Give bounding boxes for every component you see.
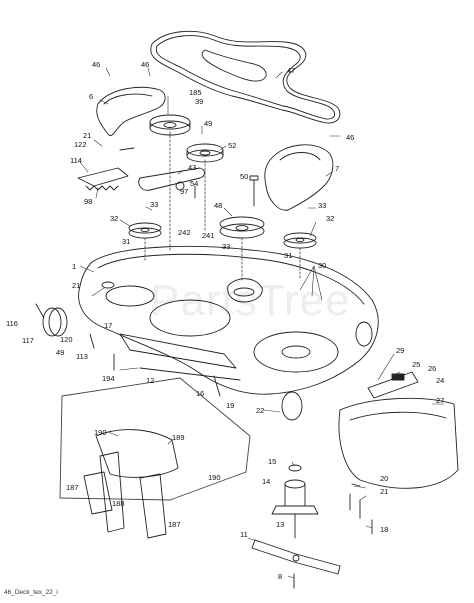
callout-117: 117: [22, 336, 34, 345]
callout-97: 97: [180, 187, 188, 196]
callout-190: 190: [94, 428, 107, 437]
spindle-assembly: [271, 464, 319, 539]
callout-12: 12: [146, 376, 154, 385]
callout-29: 29: [396, 346, 404, 355]
callout-6: 6: [89, 92, 93, 101]
callout-26: 26: [428, 364, 436, 373]
mower-blade: [251, 539, 341, 589]
deck-wheel-right: [355, 321, 373, 347]
pulley-52: [186, 143, 224, 163]
callout-52: 52: [228, 141, 236, 150]
callout-22: 22: [256, 406, 264, 415]
hardware-bolts: [35, 303, 373, 535]
deck-wheel-left: [42, 307, 68, 337]
callout-188: 188: [112, 499, 125, 508]
callout-33: 33: [222, 242, 230, 251]
callout-7: 7: [335, 164, 339, 173]
callout-31: 31: [122, 237, 130, 246]
callout-48: 48: [214, 201, 222, 210]
callout-120: 120: [60, 335, 73, 344]
callout-54: 54: [190, 179, 198, 188]
callout-98: 98: [84, 197, 92, 206]
callout-32: 32: [110, 214, 118, 223]
callout-49: 49: [204, 119, 212, 128]
callout-242: 242: [178, 228, 191, 237]
lift-arms: [59, 377, 251, 539]
callout-30: 30: [318, 261, 326, 270]
callout-241: 241: [202, 231, 215, 240]
pulley-39: [149, 114, 191, 136]
callout-114: 114: [70, 156, 82, 165]
pulley-32-left: [128, 222, 162, 239]
belt-cover: [96, 86, 166, 136]
pulley-48: [219, 216, 265, 239]
callout-187: 187: [66, 483, 79, 492]
callout-33: 33: [150, 200, 158, 209]
callout-49: 49: [56, 348, 64, 357]
callout-33: 33: [318, 201, 326, 210]
leader-lines: [79, 67, 445, 579]
callout-113: 113: [76, 352, 88, 361]
callout-190: 190: [208, 473, 221, 482]
callout-50: 50: [240, 172, 248, 181]
callout-46: 46: [92, 60, 100, 69]
callout-16: 16: [196, 389, 204, 398]
callout-8: 8: [278, 572, 282, 581]
callout-116: 116: [6, 319, 18, 328]
callout-25: 25: [412, 360, 420, 369]
belt-guard: [264, 144, 334, 211]
spring-and-lever: [77, 147, 135, 191]
callout-21: 21: [83, 131, 91, 140]
callout-32: 32: [326, 214, 334, 223]
bolts: [194, 175, 259, 207]
idler-arm: [138, 167, 205, 191]
part-callouts: 46 46 47 6 185 39 46 21 122 49 52 114 43…: [6, 60, 444, 581]
callout-122: 122: [74, 140, 87, 149]
callout-14: 14: [262, 477, 270, 486]
deck-bracket: [119, 333, 241, 381]
callout-20: 20: [380, 474, 388, 483]
callout-185: 185: [189, 88, 202, 97]
callout-39: 39: [195, 97, 203, 106]
callout-15: 15: [268, 457, 276, 466]
callout-194: 194: [102, 374, 115, 383]
callout-19: 19: [226, 401, 234, 410]
callout-43: 43: [188, 163, 196, 172]
callout-11: 11: [240, 530, 248, 539]
callout-18: 18: [380, 525, 388, 534]
deflector-bracket: [367, 371, 419, 399]
mower-deck: [78, 245, 379, 395]
deck-wheel-front: [281, 391, 303, 421]
callout-46: 46: [141, 60, 149, 69]
callout-27: 27: [436, 396, 444, 405]
callout-189: 189: [172, 433, 185, 442]
callout-21: 21: [380, 487, 388, 496]
discharge-chute: [338, 397, 459, 489]
drive-belt: [150, 30, 341, 124]
callout-31: 31: [284, 251, 292, 260]
pulley-32-right: [283, 232, 317, 249]
callout-21: 21: [72, 281, 80, 290]
figure-caption: 46_Deck_tex_22_i: [4, 589, 58, 596]
callout-1: 1: [72, 262, 76, 271]
callout-187: 187: [168, 520, 181, 529]
callout-46: 46: [346, 133, 354, 142]
assembly-lines: [144, 131, 301, 281]
callout-24: 24: [436, 376, 444, 385]
callout-13: 13: [276, 520, 284, 529]
callout-17: 17: [104, 321, 112, 330]
callout-47: 47: [287, 66, 295, 75]
